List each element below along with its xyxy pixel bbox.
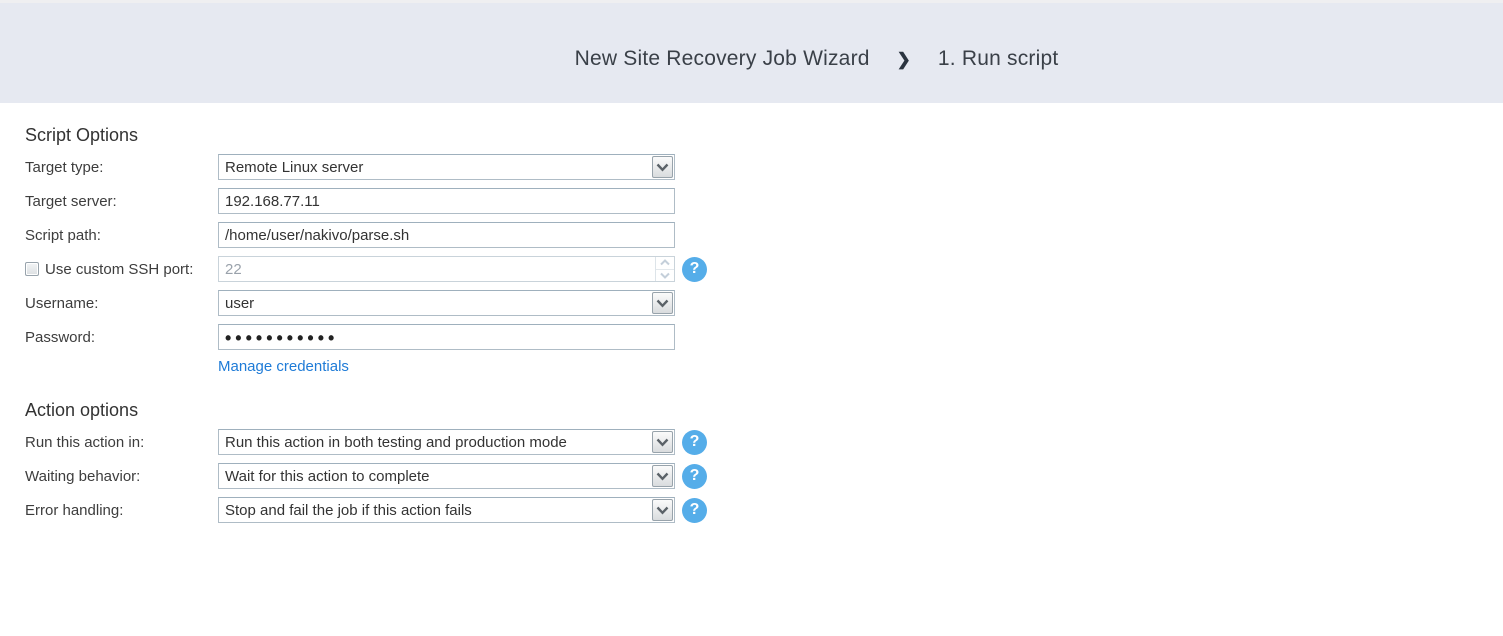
form-row-ssh-port: Use custom SSH port: ? xyxy=(25,256,1503,282)
form-row-password: Password: xyxy=(25,324,1503,350)
error-handling-select[interactable]: Stop and fail the job if this action fai… xyxy=(218,497,675,523)
waiting-behavior-select[interactable]: Wait for this action to complete xyxy=(218,463,675,489)
target-server-input[interactable] xyxy=(218,188,675,214)
wizard-body: Script Options Target type: Remote Linux… xyxy=(0,124,1503,523)
run-mode-select[interactable]: Run this action in both testing and prod… xyxy=(218,429,675,455)
waiting-behavior-value: Wait for this action to complete xyxy=(225,467,430,485)
form-row-target-server: Target server: xyxy=(25,188,1503,214)
script-path-input[interactable] xyxy=(218,222,675,248)
waiting-behavior-label: Waiting behavior: xyxy=(25,467,141,485)
target-type-label: Target type: xyxy=(25,158,104,176)
username-label: Username: xyxy=(25,294,99,312)
breadcrumb: New Site Recovery Job Wizard ❯ 1. Run sc… xyxy=(575,35,1059,71)
run-mode-value: Run this action in both testing and prod… xyxy=(225,433,567,451)
ssh-port-label-text: Use custom SSH port: xyxy=(45,260,194,278)
spinner-buttons xyxy=(655,257,674,281)
manage-credentials-link[interactable]: Manage credentials xyxy=(218,358,349,375)
help-icon[interactable]: ? xyxy=(682,429,707,455)
ssh-port-spinner xyxy=(218,256,675,282)
error-handling-label: Error handling: xyxy=(25,501,124,519)
chevron-down-icon[interactable] xyxy=(652,156,673,178)
spinner-down-icon xyxy=(656,270,674,282)
section-heading-action-options: Action options xyxy=(25,400,139,420)
form-row-script-path: Script path: xyxy=(25,222,1503,248)
help-icon[interactable]: ? xyxy=(682,256,707,282)
username-value: user xyxy=(225,294,255,312)
username-select[interactable]: user xyxy=(218,290,675,316)
form-row-waiting-behavior: Waiting behavior: Wait for this action t… xyxy=(25,463,1503,489)
chevron-down-icon[interactable] xyxy=(652,292,673,314)
target-server-label: Target server: xyxy=(25,192,117,210)
form-row-target-type: Target type: Remote Linux server xyxy=(25,154,1503,180)
chevron-down-icon[interactable] xyxy=(652,431,673,453)
wizard-title: New Site Recovery Job Wizard xyxy=(574,47,870,70)
help-icon[interactable]: ? xyxy=(682,463,707,489)
form-row-run-mode: Run this action in: Run this action in b… xyxy=(25,429,1503,455)
run-mode-label: Run this action in: xyxy=(25,433,145,451)
chevron-down-icon[interactable] xyxy=(652,499,673,521)
manage-credentials-row: Manage credentials xyxy=(218,358,1503,376)
section-heading-script-options: Script Options xyxy=(25,125,139,145)
ssh-port-input xyxy=(219,257,655,281)
error-handling-value: Stop and fail the job if this action fai… xyxy=(225,501,472,519)
password-label: Password: xyxy=(25,328,96,346)
form-row-error-handling: Error handling: Stop and fail the job if… xyxy=(25,497,1503,523)
chevron-right-icon: ❯ xyxy=(896,50,911,69)
form-row-username: Username: user xyxy=(25,290,1503,316)
target-type-select[interactable]: Remote Linux server xyxy=(218,154,675,180)
chevron-down-icon[interactable] xyxy=(652,465,673,487)
wizard-header: New Site Recovery Job Wizard ❯ 1. Run sc… xyxy=(0,0,1503,103)
target-type-value: Remote Linux server xyxy=(225,158,364,176)
wizard-step-title: 1. Run script xyxy=(937,47,1059,70)
script-path-label: Script path: xyxy=(25,226,101,244)
password-input[interactable] xyxy=(218,324,675,350)
use-custom-ssh-port-checkbox[interactable] xyxy=(25,262,39,276)
spinner-up-icon xyxy=(656,257,674,270)
ssh-port-label: Use custom SSH port: xyxy=(25,261,218,278)
help-icon[interactable]: ? xyxy=(682,497,707,523)
